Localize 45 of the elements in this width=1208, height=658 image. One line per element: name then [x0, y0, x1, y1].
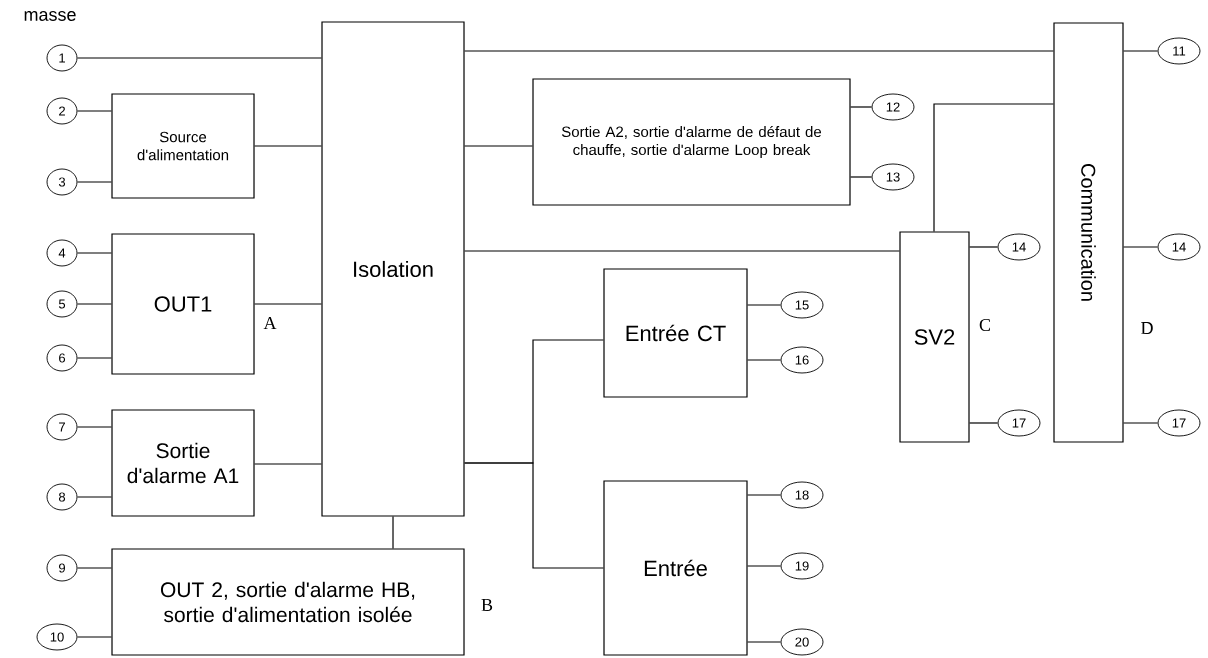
connector-line	[850, 176, 873, 178]
connector-line	[747, 304, 782, 306]
connector-line	[76, 57, 322, 59]
connector-line	[747, 641, 782, 643]
connector-line	[76, 110, 112, 112]
connector-line	[392, 516, 394, 549]
connector-line	[76, 357, 112, 359]
connector-line	[747, 565, 782, 567]
section-letter: D	[1141, 322, 1153, 334]
connector-line	[76, 181, 112, 183]
connector-line	[76, 252, 112, 254]
connector-line	[76, 636, 112, 638]
connector-line	[747, 359, 782, 361]
connector-line	[464, 50, 1054, 52]
block-box: SV2	[899, 231, 970, 443]
connector-line	[76, 567, 112, 569]
connector-line	[464, 145, 533, 147]
connector-line	[850, 106, 873, 108]
connector-line	[254, 303, 322, 305]
section-letter: A	[263, 317, 277, 329]
connector-line	[1123, 246, 1159, 248]
connector-line	[1123, 50, 1159, 52]
connector-line	[1123, 422, 1159, 424]
terminal-label: masse	[24, 11, 76, 21]
block-box: Source d'alimentation	[111, 93, 255, 199]
connector-line	[464, 250, 900, 252]
connector-line	[464, 462, 604, 569]
connector-line	[747, 494, 782, 496]
block-box: Entrée CT	[603, 268, 748, 398]
block-box: Sortie d'alarme A1	[111, 409, 255, 517]
connector-line	[76, 303, 112, 305]
block-box: Sortie A2, sortie d'alarme de défaut de chauffe, sortie d'alarme Loop break	[532, 78, 851, 206]
connector-line	[76, 426, 112, 428]
connector-line	[76, 496, 112, 498]
connector-line	[969, 246, 999, 248]
block-box: Communication	[1053, 22, 1124, 443]
connector-line	[969, 422, 999, 424]
block-box: OUT 2, sortie d'alarme HB, sortie d'alimentation isolée	[111, 548, 465, 656]
section-letter: B	[481, 599, 493, 611]
connector-line	[254, 463, 322, 465]
block-box: OUT1	[111, 233, 255, 375]
connector-line	[933, 103, 1054, 232]
block-box: Entrée	[603, 480, 748, 656]
connector-line	[254, 145, 322, 147]
block-box: Isolation	[321, 21, 465, 517]
